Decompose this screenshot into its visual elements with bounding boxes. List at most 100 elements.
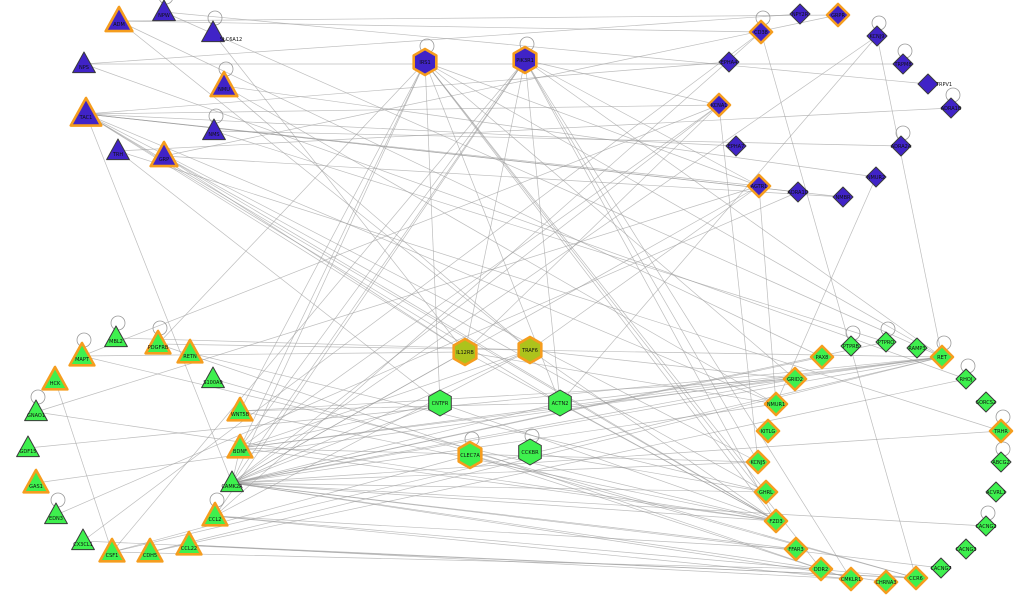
node-S100A9[interactable]: S100A9 <box>201 366 225 389</box>
node-RAMP3[interactable]: RAMP3 <box>906 337 928 359</box>
node-HCK[interactable]: HCK <box>41 365 69 391</box>
diamond-node-shape[interactable] <box>809 344 835 370</box>
node-IRS1[interactable]: IRS1 <box>412 47 438 77</box>
node-WNT5B[interactable]: WNT5B <box>226 396 254 422</box>
node-CX3CL1[interactable]: CX3CL1 <box>71 528 95 551</box>
node-GDF15[interactable]: GDF15 <box>16 435 40 458</box>
diamond-node-shape[interactable] <box>725 135 747 157</box>
node-CCKBR[interactable]: CCKBR <box>518 438 542 466</box>
triangle-node-shape[interactable] <box>149 140 179 168</box>
diamond-node-shape[interactable] <box>763 391 789 417</box>
node-PIK3R1[interactable]: PIK3R1 <box>512 45 538 75</box>
node-CCL22[interactable]: CCL22 <box>175 530 203 556</box>
node-PDGFRB[interactable]: PDGFRB <box>144 329 172 355</box>
node-PAX8[interactable]: PAX8 <box>809 344 835 370</box>
node-NMBR[interactable]: NMBR <box>832 186 854 208</box>
node-CHRNA3[interactable]: CHRNA3 <box>873 569 899 595</box>
triangle-node-shape[interactable] <box>209 70 239 98</box>
node-NPS[interactable]: NPS <box>72 51 96 74</box>
node-KCNJ9[interactable]: KCNJ9 <box>866 25 888 47</box>
triangle-node-shape[interactable] <box>226 396 254 422</box>
triangle-node-shape[interactable] <box>68 341 96 367</box>
triangle-node-shape[interactable] <box>175 530 203 556</box>
diamond-node-shape[interactable] <box>832 186 854 208</box>
hexagon-node-shape[interactable] <box>512 45 538 75</box>
triangle-node-shape[interactable] <box>72 51 96 74</box>
node-RHOJ[interactable]: RHOJ <box>955 368 977 390</box>
triangle-node-shape[interactable] <box>226 433 254 459</box>
triangle-node-shape[interactable] <box>104 5 134 33</box>
node-GHRL[interactable]: GHRL <box>753 479 779 505</box>
node-CACNG7[interactable]: CACNG7 <box>930 557 952 579</box>
triangle-node-shape[interactable] <box>41 365 69 391</box>
diamond-node-shape[interactable] <box>787 181 809 203</box>
diamond-node-shape[interactable] <box>840 335 862 357</box>
node-PTPRB[interactable]: PTPRB <box>840 335 862 357</box>
diamond-node-shape[interactable] <box>930 557 952 579</box>
diamond-node-shape[interactable] <box>783 536 809 562</box>
node-ADRA2A[interactable]: ADRA2A <box>890 135 912 157</box>
hexagon-node-shape[interactable] <box>452 337 478 367</box>
node-ABCG2[interactable]: ABCG2 <box>990 451 1012 473</box>
diamond-node-shape[interactable] <box>706 92 732 118</box>
diamond-node-shape[interactable] <box>929 344 955 370</box>
diamond-node-shape[interactable] <box>873 569 899 595</box>
triangle-node-shape[interactable] <box>202 118 226 141</box>
node-RET[interactable]: RET <box>929 344 955 370</box>
node-CACNG3[interactable]: CACNG3 <box>955 538 977 560</box>
diamond-node-shape[interactable] <box>763 508 789 534</box>
diamond-node-shape[interactable] <box>866 25 888 47</box>
hexagon-node-shape[interactable] <box>412 47 438 77</box>
triangle-node-shape[interactable] <box>22 468 50 494</box>
node-IL12RB[interactable]: IL12RB <box>452 337 478 367</box>
diamond-node-shape[interactable] <box>745 449 771 475</box>
node-CD38[interactable]: CD38 <box>748 19 774 45</box>
diamond-node-shape[interactable] <box>955 368 977 390</box>
diamond-node-shape[interactable] <box>825 2 851 28</box>
triangle-node-shape[interactable] <box>98 537 126 563</box>
diamond-node-shape[interactable] <box>906 337 928 359</box>
node-KCNJ5[interactable]: KCNJ5 <box>745 449 771 475</box>
node-ACVRL1[interactable]: ACVRL1 <box>985 481 1007 503</box>
node-TRAF6[interactable]: TRAF6 <box>517 335 543 365</box>
diamond-node-shape[interactable] <box>917 73 939 95</box>
node-CACNG2[interactable]: CACNG2 <box>975 515 997 537</box>
node-GRPR[interactable]: GRPR <box>825 2 851 28</box>
hexagon-node-shape[interactable] <box>457 440 483 470</box>
diamond-node-shape[interactable] <box>903 565 929 591</box>
triangle-node-shape[interactable] <box>106 138 130 161</box>
diamond-node-shape[interactable] <box>990 451 1012 473</box>
diamond-node-shape[interactable] <box>753 479 779 505</box>
triangle-node-shape[interactable] <box>201 366 225 389</box>
diamond-node-shape[interactable] <box>892 53 914 75</box>
hexagon-node-shape[interactable] <box>428 389 452 417</box>
diamond-node-shape[interactable] <box>890 135 912 157</box>
node-TRHR[interactable]: TRHR <box>988 418 1014 444</box>
triangle-node-shape[interactable] <box>44 502 68 525</box>
node-CCL2[interactable]: CCL2 <box>201 501 229 527</box>
node-EDN3[interactable]: EDN3 <box>44 502 68 525</box>
diamond-node-shape[interactable] <box>838 566 864 592</box>
diamond-node-shape[interactable] <box>955 538 977 560</box>
node-KITLG[interactable]: KITLG <box>755 418 781 444</box>
triangle-node-shape[interactable] <box>16 435 40 458</box>
triangle-node-shape[interactable] <box>220 470 244 493</box>
node-EPHA4[interactable]: EPHA4 <box>718 51 740 73</box>
node-GRID2[interactable]: GRID2 <box>782 366 808 392</box>
node-ADM[interactable]: ADM <box>104 5 134 33</box>
diamond-node-shape[interactable] <box>988 418 1014 444</box>
triangle-node-shape[interactable] <box>71 528 95 551</box>
diamond-node-shape[interactable] <box>748 19 774 45</box>
node-NMS[interactable]: NMS <box>202 118 226 141</box>
diamond-node-shape[interactable] <box>975 391 997 413</box>
hexagon-node-shape[interactable] <box>517 335 543 365</box>
node-AGTR1[interactable]: AGTR1 <box>746 173 772 199</box>
node-ADRA1B[interactable]: ADRA1B <box>940 97 962 119</box>
node-TRH[interactable]: TRH <box>106 138 130 161</box>
diamond-node-shape[interactable] <box>875 331 897 353</box>
node-NMUR2[interactable]: NMUR2 <box>865 166 887 188</box>
node-GAS1[interactable]: GAS1 <box>22 468 50 494</box>
diamond-node-shape[interactable] <box>789 3 811 25</box>
triangle-node-shape[interactable] <box>152 0 176 22</box>
